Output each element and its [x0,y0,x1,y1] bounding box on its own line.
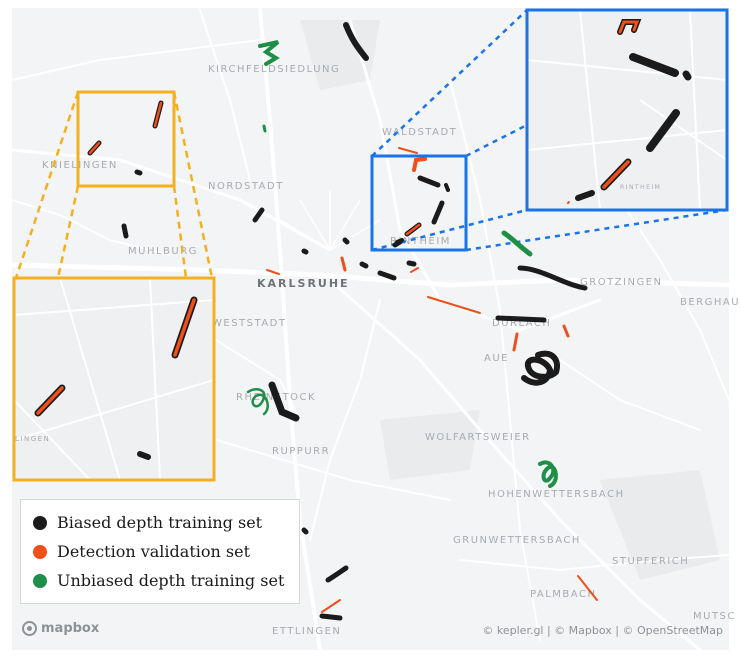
land-use-areas [300,20,720,580]
legend: Biased depth training set Detection vali… [20,499,300,604]
place-label-nordstadt: NORDSTADT [208,181,284,192]
orange-zoom-connectors [14,91,214,279]
mapbox-logo[interactable]: mapbox [22,621,99,636]
blue-zoom-inset: RINTHEIM [525,8,729,212]
mapbox-icon [22,621,37,636]
mapbox-logo-text: mapbox [41,621,100,636]
orange-zoom-inset: LINGEN [12,276,216,482]
place-label-berghausen: BERGHAU [680,297,740,308]
place-label-hohenwettersbach: HOHENWETTERSBACH [488,489,625,500]
orange-highlight-box [76,90,176,188]
place-label-grunwettersbach: GRUNWETTERSBACH [453,535,581,546]
map-attribution[interactable]: © kepler.gl | © Mapbox | © OpenStreetMap [482,624,723,637]
legend-label-detection: Detection validation set [57,542,250,561]
place-label-kirchfeldsiedlung: KIRCHFELDSIEDLUNG [208,64,340,75]
place-label-ruppurr: RUPPURR [272,446,330,457]
inset-label-rintheim: RINTHEIM [620,184,661,191]
legend-item-biased: Biased depth training set [33,513,287,532]
place-label-aue: AUE [484,353,509,364]
legend-item-unbiased: Unbiased depth training set [33,571,287,590]
legend-label-unbiased: Unbiased depth training set [57,571,285,590]
place-label-durlach: DURLACH [492,318,551,329]
place-label-muhlburg: MUHLBURG [128,246,198,257]
blue-highlight-box [370,154,468,252]
legend-label-biased: Biased depth training set [57,513,263,532]
legend-dot-unbiased [33,573,47,588]
place-label-palmbach: PALMBACH [530,589,596,600]
place-label-wolfartsweier: WOLFARTSWEIER [425,432,531,443]
place-label-grotzingen: GROTZINGEN [580,277,663,288]
legend-dot-biased [33,515,47,530]
place-label-waldstadt: WALDSTADT [382,127,457,138]
road-network [9,8,732,652]
inset-label-knielingen: LINGEN [15,435,50,443]
place-label-rintheim: RINTHEIM [390,236,451,247]
blue-box-tracks [392,222,422,248]
place-label-weststadt: WESTSTADT [212,318,287,329]
place-label-karlsruhe: KARLSRUHE [257,277,350,290]
biased-depth-tracks [121,22,588,621]
orange-box-tracks [87,100,164,156]
blue-zoom-connectors [371,9,728,252]
place-label-stupferich: STUPFERICH [612,556,689,567]
unbiased-depth-tracks [246,40,558,488]
legend-dot-detection [33,544,47,559]
detection-validation-tracks [266,147,598,613]
place-label-ettlingen: ETTLINGEN [272,626,341,637]
legend-item-detection: Detection validation set [33,542,287,561]
place-label-mutschelbach: MUTSC [693,611,736,622]
